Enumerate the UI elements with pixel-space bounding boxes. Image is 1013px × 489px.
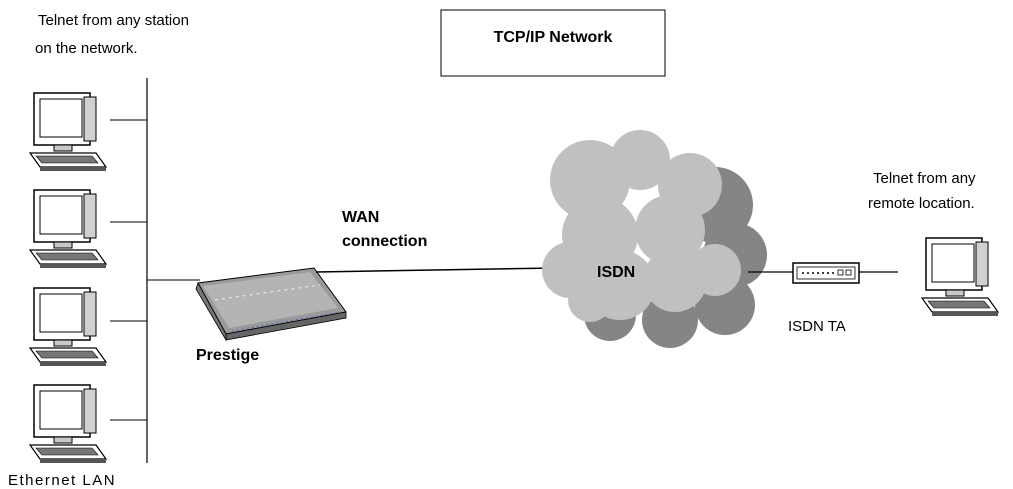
- computer-icon: [921, 237, 999, 317]
- wan-link: [315, 267, 556, 273]
- diagram-title: TCP/IP Network: [494, 29, 613, 46]
- isdn-ta-label: ISDN TA: [788, 318, 846, 335]
- wan-label-line2: connection: [342, 233, 427, 250]
- telnet-local-label-line1: Telnet from any station: [38, 12, 189, 29]
- wan-label-line1: WAN: [342, 209, 379, 226]
- prestige-label: Prestige: [196, 347, 259, 364]
- router-icon: [195, 267, 347, 342]
- isdn-label: ISDN: [597, 264, 635, 281]
- ethernet-lan-label: Ethernet LAN: [8, 472, 116, 489]
- computer-icon: [29, 384, 107, 464]
- telnet-remote-label-line1: Telnet from any: [873, 170, 976, 187]
- cloud-icon: [542, 130, 767, 348]
- computer-icon: [29, 189, 107, 269]
- computer-icon: [29, 92, 107, 172]
- isdn-ta-icon: [792, 262, 860, 284]
- telnet-remote-label-line2: remote location.: [868, 195, 975, 212]
- telnet-local-label-line2: on the network.: [35, 40, 138, 57]
- title-box: [440, 9, 666, 77]
- computer-icon: [29, 287, 107, 367]
